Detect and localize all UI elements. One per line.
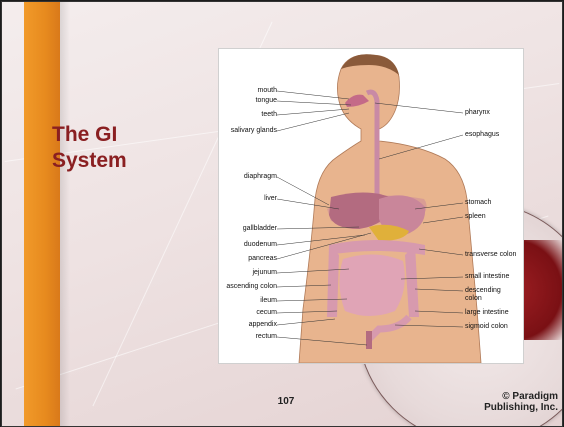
label-descending-colon: descending colon [465, 287, 515, 303]
label-appendix: appendix [249, 321, 277, 328]
label-esophagus: esophagus [465, 131, 499, 138]
orange-side-band [24, 2, 60, 426]
title-line-2: System [52, 148, 162, 174]
label-duodenum: duodenum [244, 241, 277, 248]
label-large-intestine: large intestine [465, 309, 509, 316]
copyright-line-1: © Paradigm [454, 391, 558, 402]
label-salivary-glands: salivary glands [231, 127, 277, 134]
band-shadow [60, 2, 70, 426]
title-line-1: The GI [52, 122, 162, 148]
copyright-line-2: Publishing, Inc. [454, 402, 558, 413]
label-spleen: spleen [465, 213, 486, 220]
label-stomach: stomach [465, 199, 491, 206]
ascending-colon-shape [327, 245, 339, 317]
label-liver: liver [264, 195, 277, 202]
label-small-intestine: small intestine [465, 273, 509, 280]
label-teeth: teeth [261, 111, 277, 118]
label-cecum: cecum [256, 309, 277, 316]
copyright: © Paradigm Publishing, Inc. [454, 391, 558, 413]
label-diaphragm: diaphragm [244, 173, 277, 180]
label-sigmoid-colon: sigmoid colon [465, 323, 508, 330]
label-tongue: tongue [256, 97, 277, 104]
small-intestine-shape [339, 254, 404, 316]
label-pharynx: pharynx [465, 109, 490, 116]
label-jejunum: jejunum [252, 269, 277, 276]
label-transverse-colon: transverse colon [465, 251, 516, 258]
slide-title: The GI System [52, 122, 162, 174]
label-ascending-colon: ascending colon [226, 283, 277, 290]
gi-system-diagram: mouth tongue teeth salivary glands diaph… [218, 48, 524, 364]
label-pancreas: pancreas [248, 255, 277, 262]
label-ileum: ileum [260, 297, 277, 304]
label-rectum: rectum [256, 333, 277, 340]
label-mouth: mouth [258, 87, 277, 94]
page-number: 107 [256, 396, 316, 407]
label-gallbladder: gallbladder [243, 225, 277, 232]
